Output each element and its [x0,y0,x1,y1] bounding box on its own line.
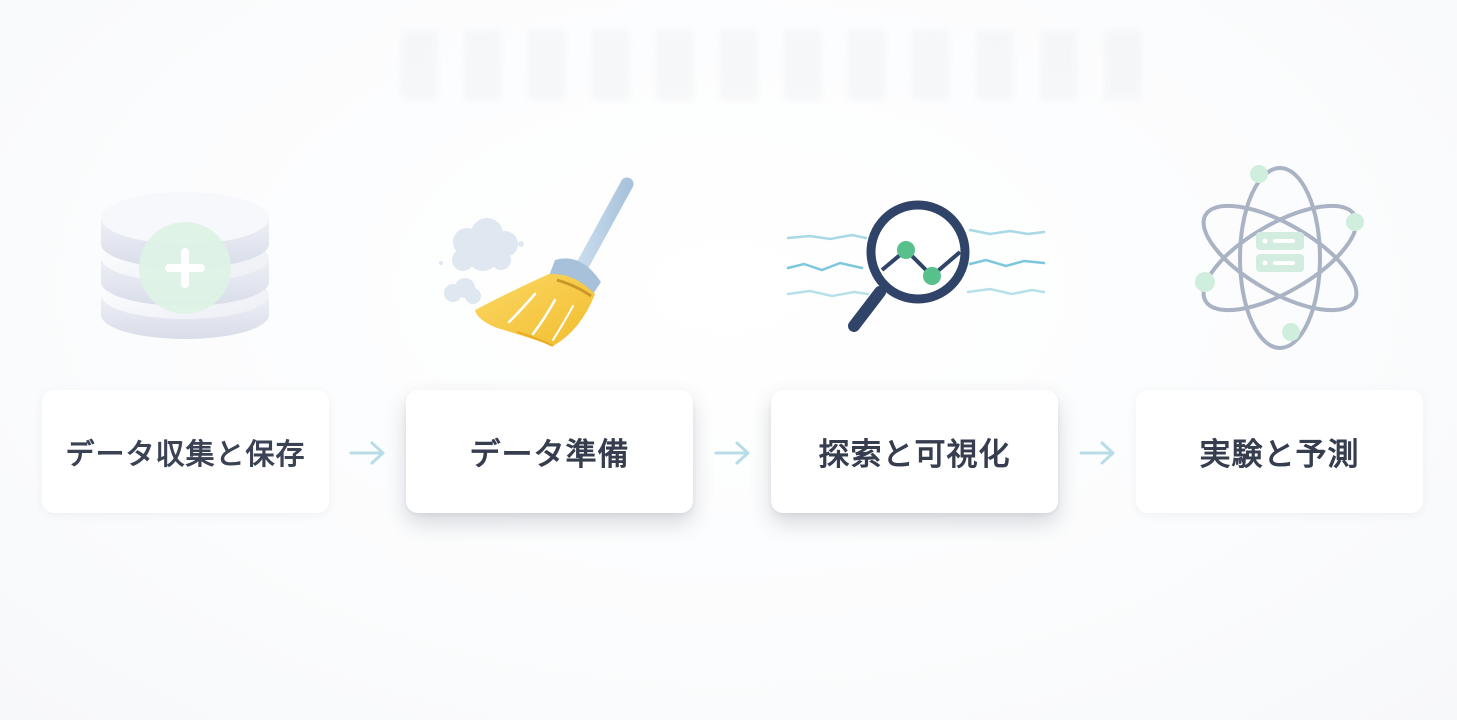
step-label-3: 探索と可視化 [818,437,1011,473]
broom-icon [405,160,695,360]
faded-background-heading [400,30,1160,100]
arrow-right-icon [713,438,753,468]
step-label-4: 実験と予測 [1199,437,1360,473]
database-plus-icon [40,160,330,360]
arrow-right-icon [1078,438,1118,468]
step-card-4: 実験と予測 [1136,390,1423,513]
step-card-3: 探索と可視化 [771,390,1058,513]
step-card-1: データ収集と保存 [42,390,329,513]
step-card-2: データ準備 [406,390,693,513]
magnifier-chart-icon [770,160,1060,360]
atom-icon [1135,160,1425,360]
arrow-right-icon [348,438,388,468]
step-label-2: データ準備 [469,437,630,473]
step-label-1: データ収集と保存 [65,436,306,471]
